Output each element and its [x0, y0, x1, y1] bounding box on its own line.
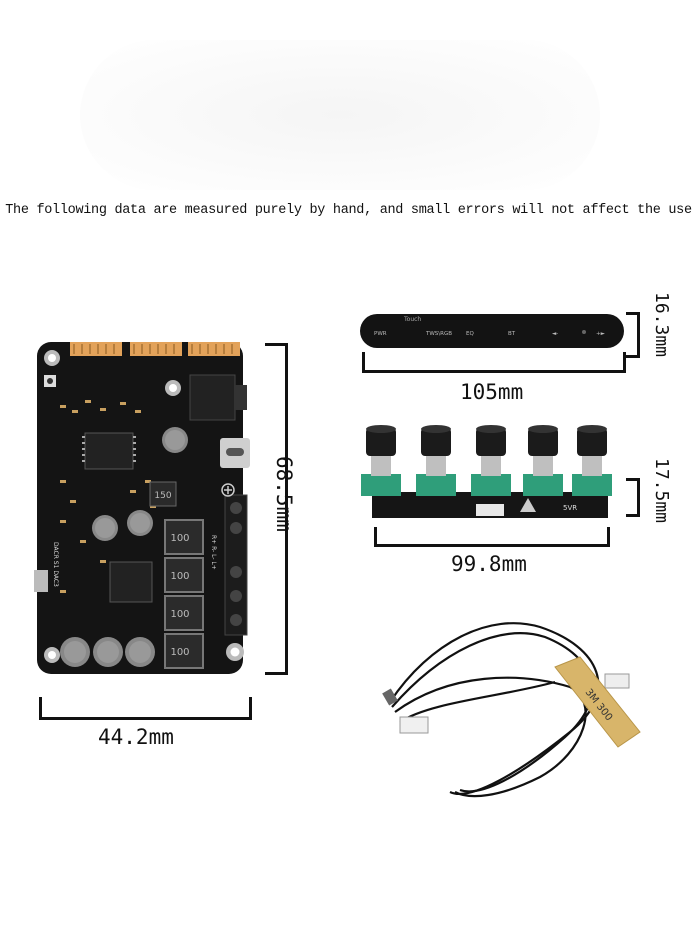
- board-height-bracket: [265, 343, 288, 675]
- dac-label: DACR S1 DAC3: [52, 542, 59, 587]
- measurement-note: The following data are measured purely b…: [5, 203, 692, 218]
- touch-btn-6: +►: [596, 331, 606, 337]
- knob-board-height-bracket: [626, 478, 640, 517]
- inductor-small-label: 150: [154, 491, 171, 501]
- knob-board-width-bracket: [374, 527, 610, 547]
- touch-panel-height-bracket: [626, 312, 640, 358]
- inductor-label-1: 100: [170, 533, 189, 544]
- touch-panel-top-label: Touch: [403, 316, 421, 323]
- touch-btn-2: TWS\RGB: [425, 331, 452, 337]
- touch-panel-width-bracket: [362, 352, 626, 373]
- blurred-header-area: [80, 40, 600, 190]
- touch-panel-width-label: 105mm: [460, 380, 524, 404]
- amplifier-board-image: 100 100 100 100 150 R+ R- L- L+ DACR S1 …: [34, 342, 250, 674]
- touch-btn-3: EQ: [466, 331, 474, 337]
- ribbon-cable-image: 3M 300: [382, 622, 641, 798]
- knob-board-height-label: 17.5mm: [651, 458, 672, 524]
- touch-btn-4: BT: [508, 331, 516, 337]
- touch-btn-5: ◄-: [552, 331, 558, 337]
- touch-panel-image: Touch PWR TWS\RGB EQ BT ◄- +►: [360, 314, 624, 348]
- knob-board-label: 5VR: [563, 504, 577, 512]
- output-terminal-label: R+ R- L- L+: [210, 535, 217, 570]
- inductor-label-4: 100: [170, 647, 189, 658]
- knob-board-image: 5VR: [361, 425, 612, 518]
- touch-panel-height-label: 16.3mm: [651, 292, 672, 358]
- touch-btn-1: PWR: [374, 331, 387, 337]
- inductor-label-2: 100: [170, 571, 189, 582]
- inductor-label-3: 100: [170, 609, 189, 620]
- board-width-label: 44.2mm: [98, 725, 174, 749]
- knob-board-width-label: 99.8mm: [451, 552, 527, 576]
- board-height-label: 68.5mm: [272, 456, 296, 532]
- board-width-bracket: [39, 697, 252, 720]
